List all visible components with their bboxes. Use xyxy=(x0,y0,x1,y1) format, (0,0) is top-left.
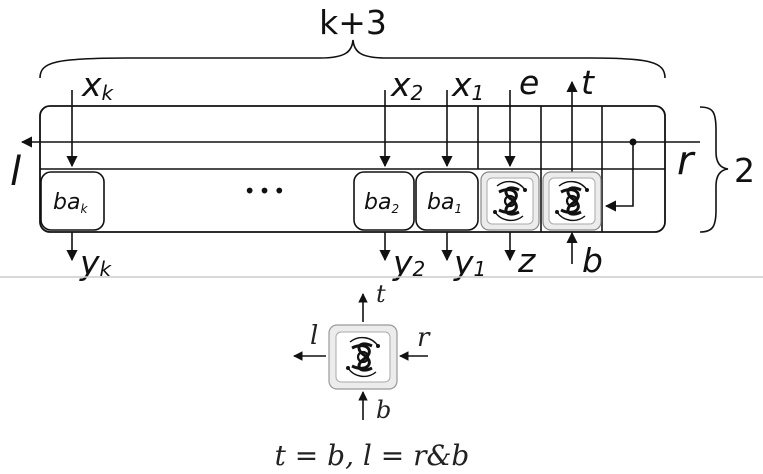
crossover-legend: t l r b t = b, l = r&b xyxy=(275,280,470,472)
x-2-label: x2 xyxy=(390,65,423,105)
b-label: b xyxy=(582,241,603,280)
e-label: e xyxy=(519,63,539,102)
legend-equation: t = b, l = r&b xyxy=(275,439,470,472)
legend-l-label: l xyxy=(310,321,318,351)
x-2-label-sub: 2 xyxy=(411,81,424,105)
gear-gadget-t-inner xyxy=(548,177,596,225)
l-output-label: l xyxy=(10,149,21,195)
y-k-label-base: y xyxy=(79,243,100,282)
width-brace xyxy=(39,39,666,79)
gate-ba-1-box xyxy=(415,171,479,231)
x-1-label-sub: 1 xyxy=(472,81,485,105)
legend-b-label: b xyxy=(376,396,391,424)
y-k-label: yk xyxy=(79,243,113,282)
y-2-label-base: y xyxy=(392,243,413,282)
gate-ba-1-sub: 1 xyxy=(454,202,462,216)
gate-ba-2-base: ba xyxy=(364,190,391,215)
gate-ba-k-base: ba xyxy=(53,190,80,215)
gate-ba-2-sub: 2 xyxy=(391,202,399,216)
gate-ba-1: ba1 xyxy=(415,171,479,231)
gear-gadget-e xyxy=(480,171,540,231)
legend-t-label: t xyxy=(376,280,386,308)
gate-ba-2-label: ba2 xyxy=(364,190,399,216)
gate-ba-k-box xyxy=(40,171,105,231)
z-label: z xyxy=(517,241,536,280)
gate-ba-k-label: bak xyxy=(53,190,88,216)
gate-ba-1-label: ba1 xyxy=(427,190,462,216)
y-2-label: y2 xyxy=(392,243,425,282)
r-wire-feed xyxy=(604,142,634,212)
gear-gadget-e-inner xyxy=(486,177,534,225)
gate-ba-2: ba2 xyxy=(353,171,415,231)
gate-ba-2-box xyxy=(353,171,415,231)
height-brace xyxy=(699,106,729,233)
x-1-label-base: x xyxy=(451,65,472,104)
t-label: t xyxy=(581,63,595,102)
gear-gadget-t xyxy=(542,171,602,231)
gate-ba-k-sub: k xyxy=(80,202,88,216)
x-k-label-sub: k xyxy=(102,81,115,105)
gate-ba-1-base: ba xyxy=(427,190,454,215)
legend-gadget-inner xyxy=(335,331,391,383)
x-2-label-base: x xyxy=(390,65,411,104)
width-brace-label: k+3 xyxy=(319,3,387,42)
y-1-label-base: y xyxy=(453,243,474,282)
x-k-label: xk xyxy=(81,65,115,105)
y-2-label-sub: 2 xyxy=(413,257,426,281)
y-1-label: y1 xyxy=(453,243,486,282)
gadget-diagram: k+3 2 l r xk x2 x1 e t xyxy=(10,3,755,282)
r-input-label: r xyxy=(677,138,696,184)
y-1-label-sub: 1 xyxy=(474,257,487,281)
height-brace-label: 2 xyxy=(734,151,755,190)
ellipsis: ••• xyxy=(244,179,288,203)
legend-r-label: r xyxy=(417,323,431,353)
x-1-label: x1 xyxy=(451,65,484,105)
gate-ba-k: bak xyxy=(40,171,105,231)
y-k-label-sub: k xyxy=(100,257,113,281)
x-k-label-base: x xyxy=(81,65,102,104)
